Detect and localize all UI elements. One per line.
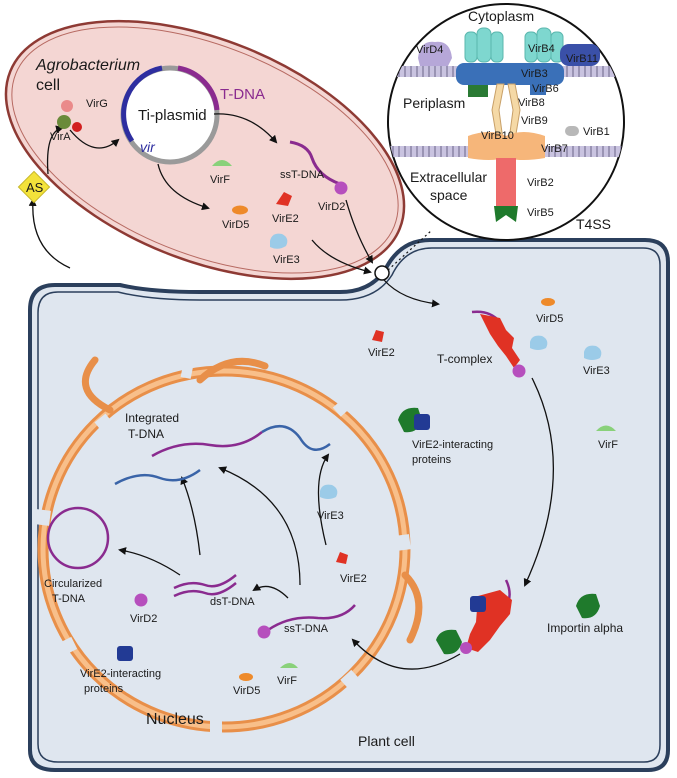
- t-complex-nuclear-entry: [436, 579, 512, 655]
- pathway-arrows: [28, 113, 555, 670]
- cyto-virD5-label: VirD5: [536, 313, 563, 325]
- virB1-label: VirB1: [583, 126, 610, 138]
- bacterium-name-cell: cell: [36, 77, 60, 94]
- nuc-virF-label: VirF: [277, 675, 297, 687]
- periplasm-label: Periplasm: [403, 95, 465, 111]
- bacterium-name: Agrobacterium: [35, 57, 140, 74]
- virA-red: [72, 122, 82, 132]
- virB6-label: VirB6: [532, 83, 559, 95]
- virB11-label: VirB11: [566, 53, 598, 65]
- nuc-interacting-label-1: VirE2-interacting: [80, 668, 161, 680]
- nuc-interacting-blue: [117, 646, 133, 661]
- cyto-virE3-a: [530, 335, 548, 350]
- bact-virE2-label: VirE2: [272, 213, 299, 225]
- nuc-virF: [280, 663, 298, 668]
- cytoplasm-label: Cytoplasm: [468, 8, 534, 24]
- virB3-protein: [456, 63, 564, 85]
- ti-plasmid-label: Ti-plasmid: [138, 107, 207, 124]
- space-label: space: [430, 187, 468, 203]
- bact-virD5-label: VirD5: [222, 219, 249, 231]
- nuc-virD5: [239, 673, 253, 681]
- cyto-virF: [596, 425, 616, 431]
- nuclear-ssT-DNA: [267, 604, 356, 632]
- virB2-pilus: [496, 158, 516, 208]
- nucleus-label: Nucleus: [146, 711, 204, 728]
- circularized-tdna: [46, 506, 110, 570]
- virB5-label: VirB5: [527, 207, 554, 219]
- virG-label: VirG: [86, 98, 108, 110]
- as-label: AS: [26, 180, 44, 195]
- bact-virD5: [232, 205, 248, 215]
- bact-virF-label: VirF: [210, 174, 230, 186]
- bact-virD2-label: VirD2: [318, 201, 345, 213]
- virG-protein: [61, 100, 73, 112]
- extracellular-label: Extracellular: [410, 169, 487, 185]
- t-complex-label: T-complex: [437, 352, 492, 366]
- vir-label: vir: [140, 139, 156, 155]
- virB8-label: VirB8: [518, 97, 545, 109]
- bact-ssT-DNA-label: ssT-DNA: [280, 169, 325, 181]
- cyto-virE2: [372, 330, 384, 342]
- integrated-tdna-label-2: T-DNA: [128, 427, 164, 441]
- virB7-label: VirB7: [541, 143, 568, 155]
- ti-plasmid: [120, 65, 220, 165]
- virA-protein: [57, 115, 71, 129]
- nuc-virD5-label: VirD5: [233, 685, 260, 697]
- bact-virE2: [276, 192, 292, 206]
- nuc-virE3-label: VirE3: [317, 510, 344, 522]
- integrated-tdna: [114, 425, 331, 486]
- t4ss-title: T4SS: [576, 216, 611, 232]
- cyto-virE2-label: VirE2: [368, 347, 395, 359]
- cyto-virE3-b: [584, 345, 602, 360]
- nuc-virD2-label: VirD2: [130, 613, 157, 625]
- importin-alpha-label: Importin alpha: [547, 621, 623, 635]
- virB10-protein: [468, 132, 545, 160]
- bact-virE3: [270, 233, 288, 249]
- cyto-interacting-label-2: proteins: [412, 454, 452, 466]
- cyto-virD5: [541, 298, 555, 306]
- tdna-label: T-DNA: [220, 86, 265, 103]
- cyto-virF-label: VirF: [598, 439, 618, 451]
- virB10-label: VirB10: [481, 130, 514, 142]
- nuc-ssT-DNA-label: ssT-DNA: [284, 623, 329, 635]
- bact-virE3-label: VirE3: [273, 254, 300, 266]
- virD4-label: VirD4: [416, 44, 443, 56]
- t-complex: [471, 310, 526, 378]
- cyto-interacting-label-1: VirE2-interacting: [412, 439, 493, 451]
- plant-cell-membrane: [37, 247, 661, 763]
- circularized-label-2: T-DNA: [52, 593, 86, 605]
- nuc-virD2: [134, 593, 148, 607]
- virB1-protein: [565, 126, 579, 136]
- as-signal: [17, 170, 51, 204]
- virB3-label: VirB3: [521, 68, 548, 80]
- virB9-label: VirB9: [521, 115, 548, 127]
- nuc-virE2: [336, 552, 348, 564]
- plant-cell-label: Plant cell: [358, 733, 415, 749]
- importin-alpha-protein: [576, 593, 600, 619]
- integrated-tdna-label-1: Integrated: [125, 411, 179, 425]
- nuc-virE2-label: VirE2: [340, 573, 367, 585]
- circularized-label-1: Circularized: [44, 578, 102, 590]
- ds-tdna-label: dsT-DNA: [210, 596, 255, 608]
- virB2-label: VirB2: [527, 177, 554, 189]
- nuc-virE3: [320, 484, 338, 499]
- bacterial-virD2: [334, 181, 348, 195]
- nuc-interacting-label-2: proteins: [84, 683, 124, 695]
- virB4-protein: [464, 27, 564, 63]
- virD4-protein: [418, 41, 452, 66]
- virB8-channel: [491, 83, 521, 141]
- virA-label: VirA: [50, 131, 71, 143]
- virB4-label: VirB4: [528, 43, 555, 55]
- bact-virF: [212, 160, 232, 166]
- virB5-protein: [494, 206, 518, 222]
- secretion-pore: [374, 265, 390, 281]
- plant-cell-wall: [28, 238, 670, 772]
- cyto-interacting-blue: [414, 414, 430, 430]
- bacterial-ssT-DNA: [289, 140, 341, 186]
- t4ss-inset: [387, 3, 625, 241]
- ds-tdna-strand: [173, 574, 237, 598]
- cyto-virE3-label: VirE3: [583, 365, 610, 377]
- virB11-protein: [560, 44, 600, 66]
